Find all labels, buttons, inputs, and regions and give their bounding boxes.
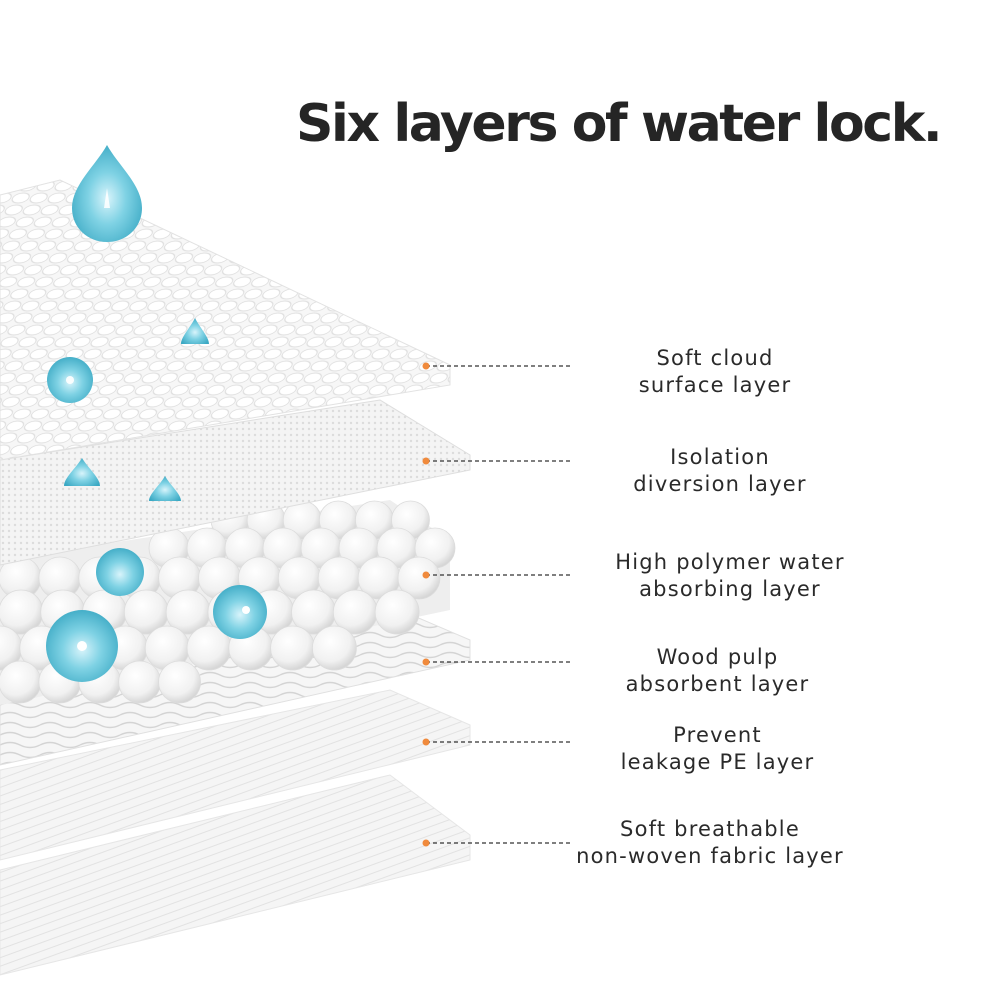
leader-dot <box>422 839 430 847</box>
polymer-ball <box>397 556 441 600</box>
leader-dot <box>422 658 430 666</box>
leader-dot <box>422 457 430 465</box>
layer-pe <box>0 689 471 861</box>
polymer-ball <box>374 589 420 635</box>
droplet-small-1 <box>181 318 209 344</box>
page-title: Six layers of water lock. <box>296 94 943 154</box>
leader-lines <box>422 362 570 847</box>
leader-dot <box>422 362 430 370</box>
layer-cloud-surface <box>0 179 451 461</box>
polymer-ball <box>270 625 316 671</box>
leader-dot <box>422 571 430 579</box>
droplet-small-2 <box>64 458 100 486</box>
leader-dot <box>422 738 430 746</box>
layer-isolation <box>0 399 471 566</box>
polymer-ball <box>118 660 162 704</box>
polymer-ball <box>158 660 201 704</box>
polymer-ball <box>0 660 42 704</box>
droplet-in-balls-2 <box>213 585 267 639</box>
water-droplets <box>46 145 267 682</box>
polymer-ball <box>311 625 357 671</box>
droplet-small-3 <box>149 476 181 501</box>
layer-nonwoven <box>0 774 471 976</box>
droplet-in-balls-3 <box>96 548 144 596</box>
